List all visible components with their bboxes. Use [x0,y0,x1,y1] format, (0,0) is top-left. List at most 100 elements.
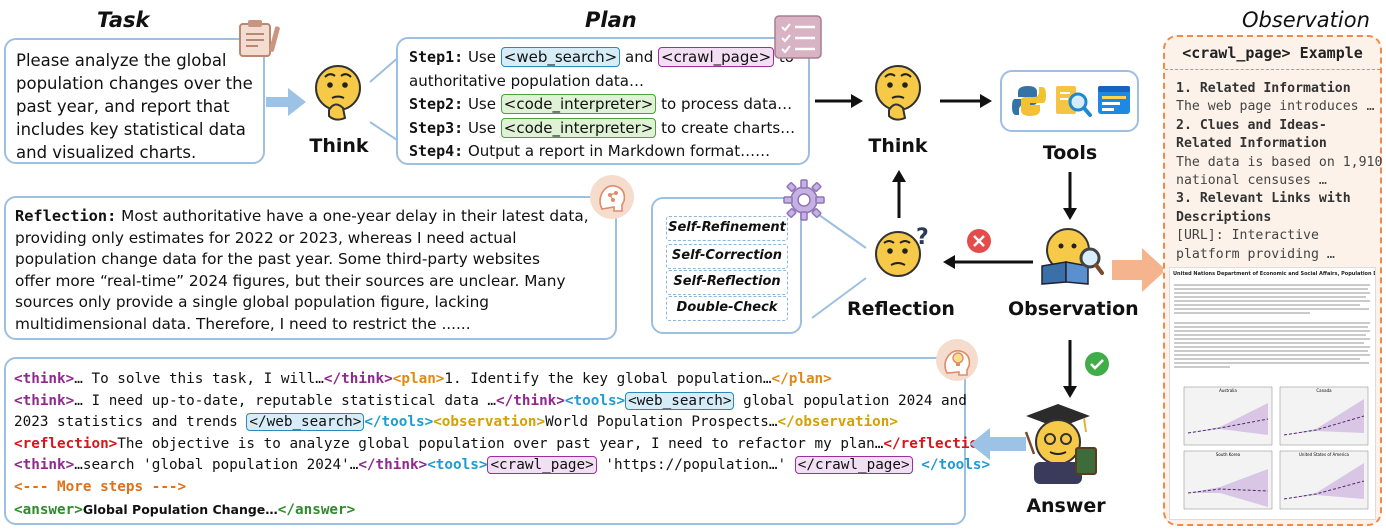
task-header: Task [97,8,150,32]
think-tag: <think> [14,392,75,409]
panel-section-text: national censuses … [1176,173,1327,189]
mini-chart-title: United States of America [1299,452,1350,457]
plan-tag: <plan> [392,371,445,387]
plan-text: Use [463,95,501,113]
lightbulb-head-icon [936,339,978,381]
panel-section-title: 3. Relevant Links with [1176,191,1351,207]
thinking-face-icon [315,65,361,121]
tools-label: Tools [1042,142,1098,164]
reflection-line: sources only provide a single global pop… [15,293,489,311]
trace-text: global population 2024 and [734,392,967,409]
more-steps: <--- More steps ---> [14,478,187,495]
clipboard-icon [239,20,280,57]
green-check-icon [1085,352,1109,376]
document-title: United Nations Department of Economic an… [1173,271,1376,277]
observation-close-tag: </observation> [777,414,899,431]
arrow-plan-to-think [815,94,863,108]
reflection-line: population change data for the past year… [15,250,540,268]
reflection-line: Most authoritative have a one-year delay… [116,207,589,225]
answer-close-tag: </answer> [277,501,356,518]
task-line: and visualized charts. [16,143,197,162]
trace-text: The objective is to analyze global popul… [117,435,884,452]
plan-text: and [620,48,658,66]
tools-close-tag: </tools> [912,457,991,474]
trace-line-3: 2023 statistics and trends </web_search>… [14,412,995,434]
reflection-close-tag: </reflection> [883,435,996,452]
method-double-check: Double-Check [666,296,788,321]
gear-icon [783,179,825,221]
task-line: Please analyze the global [16,51,227,70]
plan-text: Output a report in Markdown format…… [463,142,771,160]
observation-label: Observation [1008,298,1139,320]
plan-close-tag: </plan> [771,371,832,387]
panel-section-text: platform providing … [1176,246,1335,262]
plan-text: Use [463,48,501,66]
panel-section-title: Related Information [1176,136,1327,152]
think-close-tag: </think> [323,371,393,387]
panel-section-text: The web page introduces … [1176,99,1375,115]
plan-box: Step1: Use <web_search> and <crawl_page>… [396,37,810,165]
observing-face-icon [1041,228,1104,285]
reflection-line: multidimensional data. Therefore, I need… [15,314,471,333]
panel-section-title: 2. Clues and Ideas- [1176,117,1327,133]
method-self-correction: Self-Correction [666,244,788,269]
panel-section-text: [URL]: Interactive [1176,228,1319,244]
trace-text: 2023 statistics and trends [14,414,247,431]
trace-text: …search 'global population 2024'… [74,457,359,474]
arrow-task-to-think [266,88,306,116]
plan-header: Plan [585,8,637,32]
plan-step-1: Step1: Use <web_search> and <crawl_page>… [409,46,795,70]
observation-header: Observation [1242,8,1370,32]
trace-line-2: <think>… I need up-to-date, reputable st… [14,391,995,413]
checklist-icon [774,15,822,59]
document-mini-charts: Australia Canada South Korea United Stat… [1183,386,1369,510]
think-tag: <think> [14,371,75,387]
plan-step-2: Step2: Use <code_interpreter> to process… [409,93,795,117]
task-box: Please analyze the global population cha… [4,38,265,164]
search-document-icon [1056,86,1092,117]
thinking-face-icon [875,65,921,121]
trace-box: <think>… To solve this task, I will…</th… [4,357,995,525]
code-interpreter-tag: <code_interpreter> [500,117,657,138]
step-label: Step2: [409,95,464,113]
document-thumbnail: United Nations Department of Economic an… [1169,267,1376,520]
task-line: population changes over the [16,74,253,93]
reflection-label: Reflection [847,298,955,320]
observation-tag: <observation> [433,414,546,431]
python-icon [1012,86,1046,116]
connector-methods-reflection [811,209,867,319]
arrow-observation-to-reflection [943,255,1033,269]
panel-title: <crawl_page> Example [1182,44,1363,62]
crawl-page-tag: <crawl_page> [658,47,775,67]
reflection-label-text: Reflection: [15,207,117,225]
plan-text: Use [463,118,501,137]
method-self-reflection: Self-Reflection [666,270,788,295]
think-close-tag: </think> [358,457,428,474]
arrow-reflection-to-think [892,170,906,218]
trace-text: 1. Identify the key global population… [444,371,772,387]
reflection-tag: <reflection> [14,435,118,452]
think-tag: <think> [14,457,75,474]
connector-think-plan [369,55,401,143]
tools-tag: <tools> [564,392,626,409]
web-search-tag: <web_search> [500,47,621,67]
trace-line-5: <think>…search 'global population 2024'…… [14,455,995,477]
document-text-lines [1174,284,1370,368]
think-close-tag: </think> [496,392,565,409]
step-label: Step1: [409,48,464,66]
panel-divider [1165,69,1380,70]
reflection-text-box: Reflection: Most authoritative have a on… [4,196,617,340]
mini-chart-title: Australia [1219,388,1237,393]
arrow-answer-to-trace [970,428,1026,460]
trace-line-7: <answer>Global Population Change…</answe… [14,499,995,522]
task-line: past year, and report that [16,97,230,116]
plan-step-4: Step4: Output a report in Markdown forma… [409,140,795,164]
red-cross-icon [967,229,991,253]
reflection-line: providing only estimates for 2022 or 202… [15,228,517,247]
brain-head-icon [590,175,634,219]
trace-text: World Population Prospects… [545,414,778,431]
plan-text: to create charts… [656,118,796,137]
step-label: Step4: [409,142,464,160]
answer-tag: <answer> [14,501,83,518]
tools-box [1000,70,1139,132]
